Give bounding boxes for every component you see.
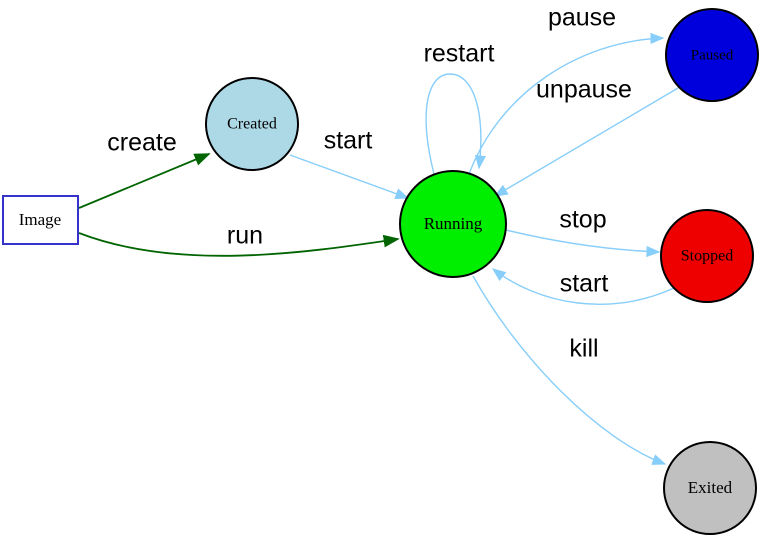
edge-create: [78, 153, 211, 209]
node-image[interactable]: Image: [2, 195, 79, 245]
edge-label-start-stopped: start: [560, 270, 609, 298]
node-created[interactable]: Created: [205, 77, 299, 171]
node-shape-stopped: [660, 209, 754, 303]
edge-label-pause: pause: [548, 4, 616, 32]
node-shape-image: [2, 195, 79, 245]
node-label-stopped: Stopped: [681, 248, 733, 265]
node-shape-exited: [663, 441, 757, 535]
edge-stop: [505, 229, 661, 258]
edge-start-stopped: [491, 268, 675, 305]
node-shape-created: [205, 77, 299, 171]
edge-label-stop: stop: [559, 206, 606, 234]
edges-layer: [78, 32, 679, 465]
node-label-exited: Exited: [688, 478, 733, 497]
edge-label-unpause: unpause: [536, 76, 632, 104]
node-label-created: Created: [227, 116, 277, 133]
node-label-running: Running: [424, 214, 483, 233]
node-label-image: Image: [19, 210, 61, 229]
node-shape-running: [399, 170, 507, 278]
edge-labels-layer: create run start restart pause unpause stop sta…: [107, 4, 632, 363]
edge-kill: [472, 275, 667, 465]
edge-label-restart: restart: [424, 40, 495, 68]
edge-label-create: create: [107, 129, 176, 157]
edge-run: [78, 232, 400, 257]
node-stopped[interactable]: Stopped: [660, 209, 754, 303]
edge-pause: [468, 32, 665, 175]
edge-restart: [425, 73, 487, 175]
edge-label-start-created: start: [324, 127, 373, 155]
node-paused[interactable]: Paused: [665, 8, 759, 102]
node-exited[interactable]: Exited: [663, 441, 757, 535]
edge-start-created: [289, 154, 410, 199]
edge-label-kill: kill: [569, 335, 598, 363]
node-label-paused: Paused: [691, 47, 734, 63]
edge-unpause: [493, 87, 679, 197]
edge-label-run: run: [227, 222, 263, 250]
node-shape-paused: [665, 8, 759, 102]
node-running[interactable]: Running: [399, 170, 507, 278]
